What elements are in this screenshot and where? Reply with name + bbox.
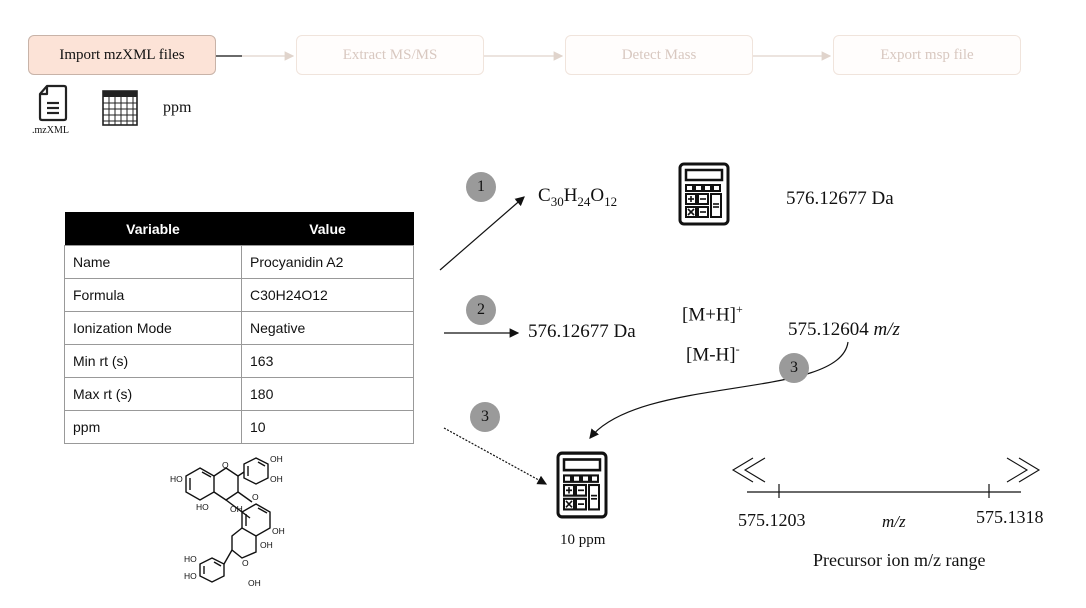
cell-value: 180 xyxy=(241,377,414,411)
atom-label: HO xyxy=(184,554,197,564)
cell-variable: ppm xyxy=(64,410,242,444)
cell-value: Negative xyxy=(241,311,414,345)
atom-label: OH xyxy=(230,504,243,514)
cell-value: Procyanidin A2 xyxy=(241,245,414,279)
molecular-formula: C30H24O12 xyxy=(538,185,618,209)
range-axis-label: m/z xyxy=(882,512,906,531)
file-icon xyxy=(38,84,68,122)
chevron-left-icon xyxy=(731,457,766,483)
file-label: .mzXML xyxy=(32,125,69,136)
atom-label: OH xyxy=(270,454,283,464)
adduct-positive: [M+H]+ xyxy=(682,302,743,326)
atom-label: HO xyxy=(196,502,209,512)
ppm-input-label: ppm xyxy=(163,99,192,116)
atom-label: OH xyxy=(270,474,283,484)
cell-value: 163 xyxy=(241,344,414,378)
calc-ppm-label: 10 ppm xyxy=(560,532,606,548)
header-variable: Variable xyxy=(64,212,242,246)
atom-label: O xyxy=(242,558,249,568)
mz-range-axis xyxy=(731,457,1041,498)
adduct-negative: [M-H]- xyxy=(686,342,740,366)
table-row: Max rt (s)180 xyxy=(64,377,414,411)
arrow-step3 xyxy=(443,427,548,485)
atom-label: O xyxy=(252,492,259,502)
molecular-structure: HO OH OH O O OH HO OH O OH HO HO OH xyxy=(170,454,285,588)
atom-label: O xyxy=(222,460,229,470)
step-import-mzxml[interactable]: Import mzXML files xyxy=(28,35,216,75)
exact-mass-step1: 576.12677 Da xyxy=(786,188,894,209)
calculator-icon xyxy=(556,451,608,519)
pipeline-connectors xyxy=(216,51,832,61)
atom-label: OH xyxy=(272,526,285,536)
step-badge-3-right: 3 xyxy=(779,353,809,383)
range-low-label: 575.1203 xyxy=(738,510,806,530)
step-badge-3-left: 3 xyxy=(470,402,500,432)
step-badge-2: 2 xyxy=(466,295,496,325)
cell-value: 10 xyxy=(241,410,414,444)
step-badge-1: 1 xyxy=(466,172,496,202)
atom-label: HO xyxy=(170,474,183,484)
chevron-right-icon xyxy=(1006,457,1041,483)
header-value: Value xyxy=(241,212,414,246)
spreadsheet-icon xyxy=(102,90,138,126)
table-row: Min rt (s)163 xyxy=(64,344,414,378)
arrow-step1 xyxy=(439,196,525,271)
step-extract-msms[interactable]: Extract MS/MS xyxy=(296,35,484,75)
cell-variable: Min rt (s) xyxy=(64,344,242,378)
table-header-row: Variable Value xyxy=(64,212,414,246)
range-caption: Precursor ion m/z range xyxy=(813,550,986,570)
atom-label: OH xyxy=(260,540,273,550)
calculator-icon xyxy=(678,162,730,226)
range-high-label: 575.1318 xyxy=(976,507,1044,527)
step-export-msp[interactable]: Export msp file xyxy=(833,35,1021,75)
arrow-mz-to-calc xyxy=(589,341,849,439)
exact-mass-step2: 576.12677 Da xyxy=(528,321,636,342)
cell-value: C30H24O12 xyxy=(241,278,414,312)
step-detect-mass[interactable]: Detect Mass xyxy=(565,35,753,75)
precursor-mz: 575.12604 m/z xyxy=(788,319,900,340)
atom-label: HO xyxy=(184,571,197,581)
atom-label: OH xyxy=(248,578,261,588)
